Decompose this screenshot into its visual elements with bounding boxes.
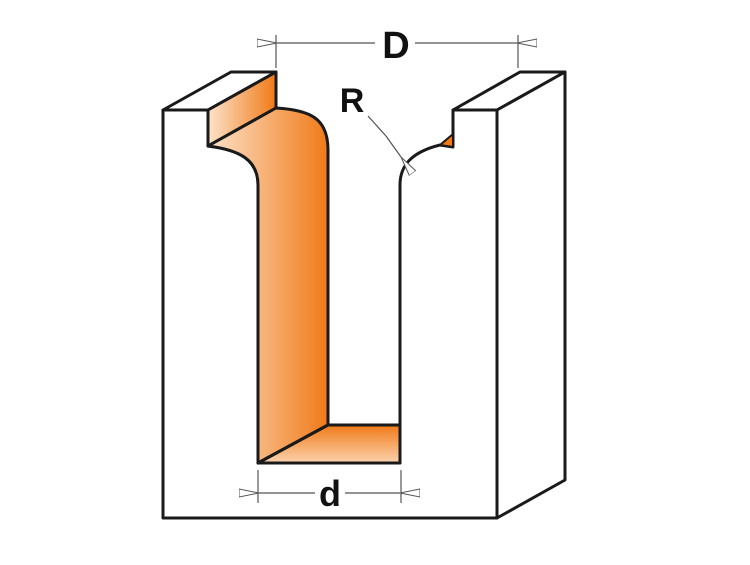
label-D: D (382, 25, 409, 67)
label-d: d (319, 473, 341, 514)
workpiece-block (161, 70, 567, 520)
cut-surfaces (206, 70, 454, 465)
dimension-D (276, 35, 518, 68)
dimension-d (258, 470, 401, 503)
right-step-sliver (439, 133, 454, 148)
groove-bottom-face (256, 423, 402, 465)
dimension-R (367, 115, 401, 157)
right-side-face (495, 70, 567, 520)
left-groove-wall (206, 106, 330, 465)
label-R: R (340, 82, 365, 120)
